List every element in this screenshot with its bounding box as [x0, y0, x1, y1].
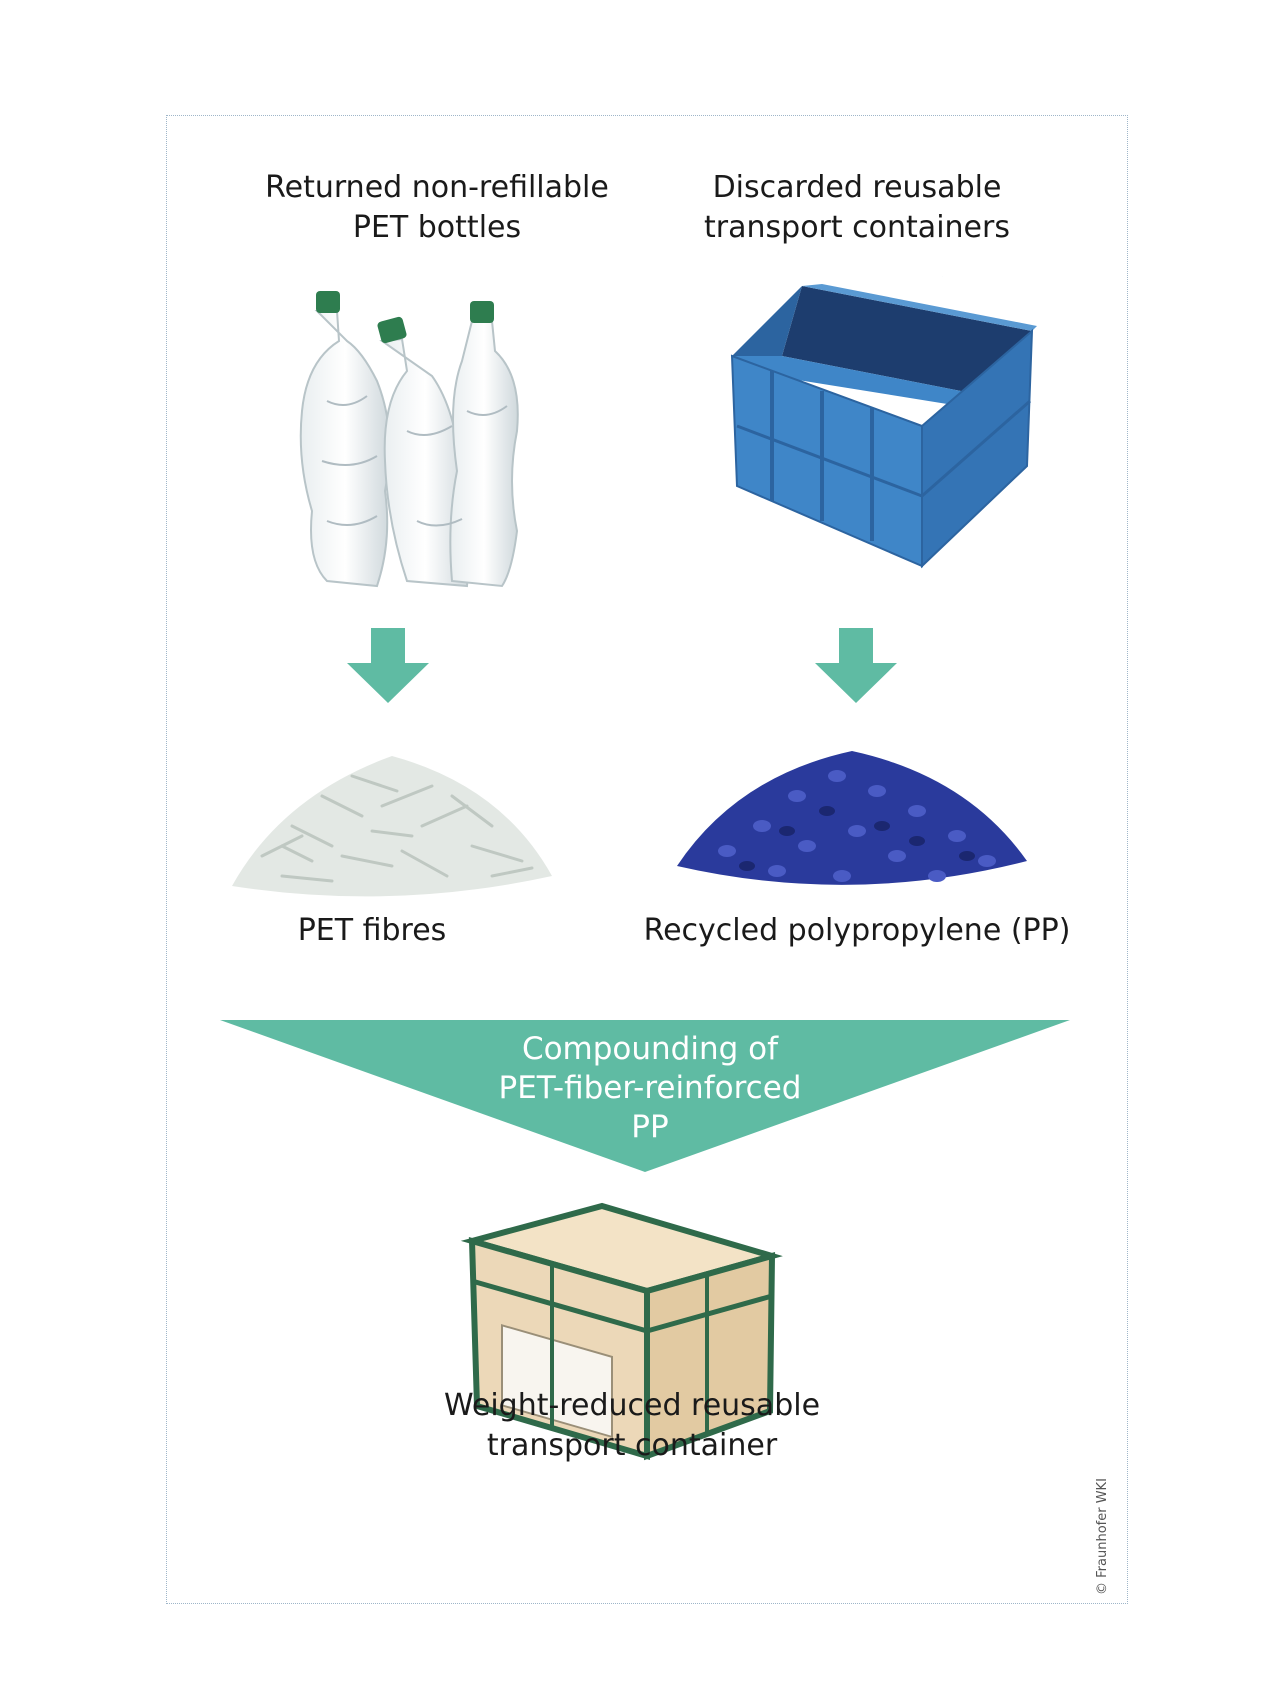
arrow-down-icon	[815, 628, 897, 703]
result-label: Weight-reduced reusable transport contai…	[443, 1388, 821, 1463]
pp-pellets-image	[677, 751, 1027, 885]
pet-bottles-image	[299, 291, 519, 588]
diagram-frame: Returned non-refillable PET bottles Disc…	[166, 115, 1128, 1604]
pet-bottles-label: Returned non-refillable PET bottles	[265, 170, 609, 245]
containers-label: Discarded reusable transport containers	[704, 170, 1010, 245]
pet-fibres-label: PET fibres	[297, 913, 447, 948]
blue-crate-image	[730, 276, 1037, 569]
process-label: Compounding of PET-fiber-reinforced PP	[498, 1031, 802, 1145]
arrow-down-icon	[347, 628, 429, 703]
credit-text: © Fraunhofer WKI	[1095, 1478, 1110, 1595]
pet-fibres-image	[232, 756, 552, 897]
recycled-pp-label: Recycled polypropylene (PP)	[643, 913, 1071, 948]
result-container-image	[460, 1202, 783, 1461]
